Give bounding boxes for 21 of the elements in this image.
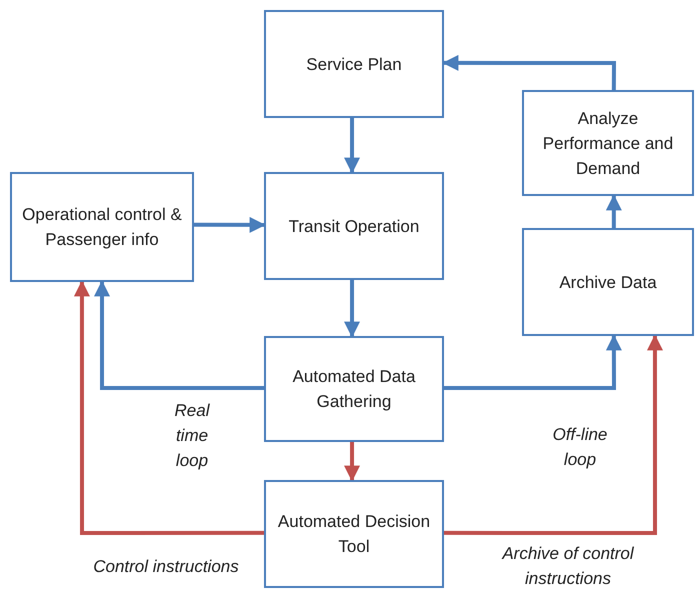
process-box: Analyze Performance and Demand bbox=[522, 90, 694, 196]
arrow bbox=[606, 194, 622, 228]
loop-label: Control instructions bbox=[92, 556, 240, 578]
process-box: Service Plan bbox=[264, 10, 444, 118]
arrow bbox=[344, 280, 360, 338]
process-box: Operational control & Passenger info bbox=[10, 172, 194, 282]
process-box: Automated Decision Tool bbox=[264, 480, 444, 588]
arrow bbox=[74, 280, 264, 535]
loop-label: Off-line loop bbox=[552, 424, 608, 471]
process-box: Transit Operation bbox=[264, 172, 444, 280]
arrow bbox=[344, 442, 360, 482]
arrow bbox=[444, 334, 622, 390]
arrow bbox=[442, 54, 616, 90]
arrow bbox=[444, 334, 663, 535]
arrow bbox=[194, 216, 266, 233]
loop-label: Archive of control instructions bbox=[500, 543, 635, 590]
process-box: Automated Data Gathering bbox=[264, 336, 444, 442]
process-box: Archive Data bbox=[522, 228, 694, 336]
loop-label: Real time loop bbox=[174, 400, 211, 472]
arrow bbox=[344, 118, 360, 174]
arrow bbox=[94, 280, 264, 390]
